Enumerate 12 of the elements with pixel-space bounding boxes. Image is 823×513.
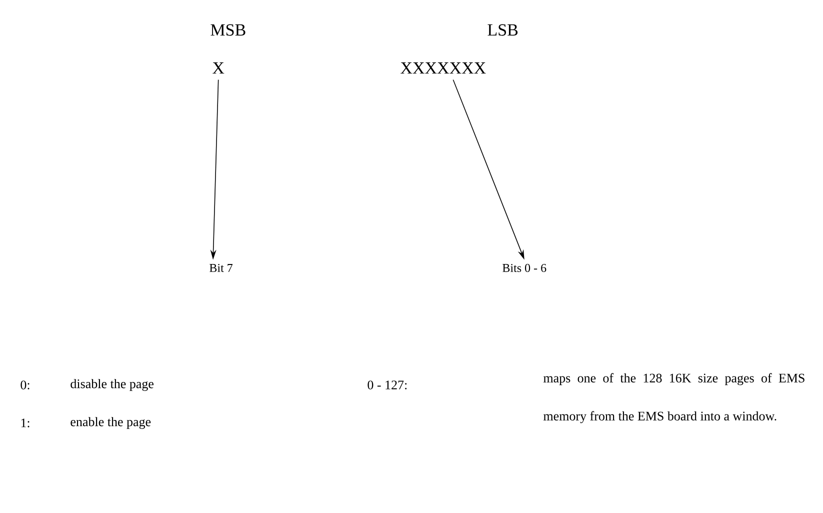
bit-text: Bits 0 - 6 [502, 264, 546, 272]
value-label: 0: [20, 380, 30, 390]
bit-label: MSB [210, 24, 246, 36]
value-label: 0 - 127: [368, 380, 407, 390]
description-text: disable the page [70, 379, 154, 391]
description-text: enable the page [70, 417, 151, 429]
value-label: 1: [21, 418, 30, 428]
bit-text: X [212, 62, 224, 74]
bit-label: LSB [488, 24, 518, 36]
bit-text: Bit 7 [210, 264, 233, 272]
description-text: maps one of the 128 16K size pages of EMS memory from the EMS board into a window. [543, 373, 804, 424]
bit-text: XXXXXXX [400, 62, 486, 74]
